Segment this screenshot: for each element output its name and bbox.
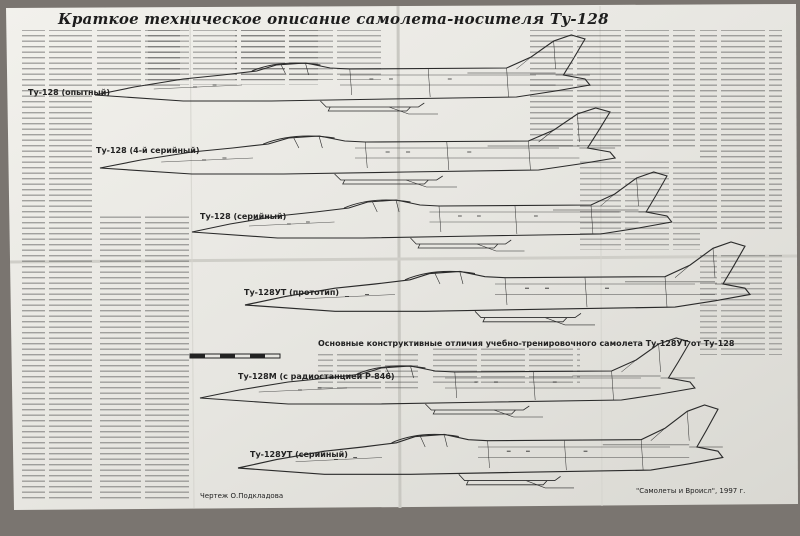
author-credit: Чертеж О.Подкладова — [200, 492, 284, 500]
text-column-3 — [100, 215, 190, 500]
aircraft-label-1: Ту-128 (опытный) — [28, 88, 111, 97]
publisher-credit: "Самолеты и Вроисл", 1997 г. — [636, 487, 746, 495]
subheading: Основные конструктивные отличия учебно-т… — [318, 339, 735, 348]
aircraft-label-5: Ту-128М (с радиостанцией Р-846) — [238, 372, 395, 381]
aircraft-label-6: Ту-128УТ (серийный) — [250, 450, 348, 459]
fold-crease-vertical — [396, 5, 402, 509]
text-column-upper-right — [530, 30, 695, 150]
text-column-far-right — [700, 30, 782, 230]
aircraft-label-4: Ту-128УТ (прототип) — [244, 288, 340, 297]
aircraft-label-2: Ту-128 (4-й серийный) — [96, 146, 200, 155]
aircraft-label-3: Ту-128 (серийный) — [200, 212, 287, 221]
scale-bar — [189, 353, 281, 359]
text-column-left — [22, 30, 92, 500]
page-title: Краткое техническое описание самолета-но… — [58, 10, 609, 28]
